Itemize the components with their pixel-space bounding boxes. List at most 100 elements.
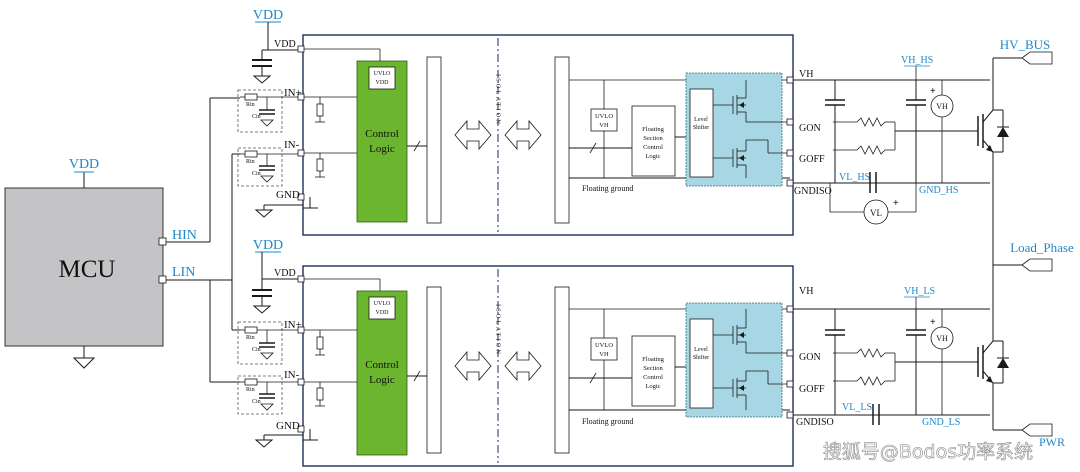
hs-isolation-arrow-right <box>504 119 542 151</box>
mcu-label: MCU <box>59 256 116 283</box>
svg-text:+: + <box>930 317 936 328</box>
svg-text:UVLO: UVLO <box>374 71 391 77</box>
svg-text:UVLO: UVLO <box>374 301 391 307</box>
hs-goff-pin: GOFF <box>799 154 825 165</box>
hs-gnd-pin: GND <box>276 189 300 201</box>
svg-text:Cin: Cin <box>252 114 261 120</box>
svg-text:Section: Section <box>643 135 663 142</box>
svg-text:Cin: Cin <box>252 399 261 405</box>
svg-text:UVLO: UVLO <box>595 113 613 120</box>
hs-floating-section-control-logic <box>631 105 676 177</box>
high-side-driver: VDD VDD Rin Cin IN+ Rin <box>237 8 832 236</box>
svg-text:Shifter: Shifter <box>693 124 709 131</box>
hs-isolation-arrow-left <box>454 119 492 151</box>
hs-igbt-icon <box>975 109 1009 153</box>
svg-text:Rin: Rin <box>246 159 255 165</box>
svg-text:Logic: Logic <box>645 153 660 160</box>
ls-in-minus-pin: IN- <box>284 369 300 381</box>
svg-text:Control: Control <box>643 144 663 151</box>
svg-text:Rin: Rin <box>246 387 255 393</box>
pwr-gnd-connector-icon <box>1021 423 1053 437</box>
hs-control-text: Control <box>365 128 399 140</box>
svg-text:+: + <box>893 198 899 209</box>
ls-level-shifter-block <box>689 318 714 409</box>
vl-hs-label: VL_HS <box>839 172 870 183</box>
hv-bus-label: HV_BUS <box>1000 37 1051 52</box>
pwr-label: PWR <box>1039 435 1065 449</box>
svg-text:Level: Level <box>694 117 708 123</box>
svg-text:Control: Control <box>643 374 663 381</box>
power-stage: HV_BUS Load_Phase <box>975 37 1074 449</box>
ls-supply-ground-icon <box>252 305 272 314</box>
hs-tx-block <box>426 56 442 224</box>
low-side-driver: VDD VDD Rin Cin IN+ Rin Cin I <box>237 238 834 467</box>
svg-text:Rin: Rin <box>246 102 255 108</box>
hin-label: HIN <box>172 228 197 243</box>
ls-in-plus-pin: IN+ <box>284 319 302 331</box>
svg-text:UVLO: UVLO <box>595 342 613 349</box>
mcu-ground-icon <box>72 357 96 369</box>
hs-in-plus-pin: IN+ <box>284 87 302 99</box>
hs-vdd-pin: VDD <box>274 39 296 50</box>
hs-gnd-icon <box>254 209 274 218</box>
ls-goff-pin: GOFF <box>799 384 825 395</box>
hs-external-network: VH_HS VH + VL_HS GND_HS VL + <box>793 55 990 225</box>
hs-floating-ground-label: Floating ground <box>582 184 633 193</box>
svg-text:Floating: Floating <box>642 126 664 133</box>
ls-gnd-icon <box>254 439 274 448</box>
svg-text:+: + <box>930 86 936 97</box>
hs-vh-pin: VH <box>799 69 813 80</box>
ls-control-text: Control <box>365 359 399 371</box>
hs-isolation-text: ISOLATION <box>495 74 502 126</box>
hv-bus-connector-icon <box>1021 51 1053 65</box>
vl-ls-label: VL_LS <box>842 402 872 413</box>
lin-label: LIN <box>172 265 195 280</box>
ls-rx-block <box>554 286 570 454</box>
ls-vdd-label: VDD <box>253 238 283 253</box>
svg-text:VH: VH <box>599 122 609 129</box>
vh-ls-label: VH_LS <box>904 286 935 297</box>
ls-uvlo-vdd-block <box>368 296 396 320</box>
svg-text:VH: VH <box>936 102 948 111</box>
ls-igbt-icon <box>975 340 1009 384</box>
ls-pullup-mosfet-icon <box>732 309 747 353</box>
svg-text:Rin: Rin <box>246 335 255 341</box>
ls-floating-ground-label: Floating ground <box>582 417 633 426</box>
hs-supply-ground-icon <box>252 75 272 84</box>
ls-isolation-arrow-right <box>504 350 542 382</box>
svg-text:Cin: Cin <box>252 347 261 353</box>
hs-uvlo-vdd-block <box>368 66 396 90</box>
watermark-text: 搜狐号@Bodos功率系统 <box>823 441 1033 463</box>
ls-logic-text: Logic <box>369 374 395 386</box>
ls-pulldown-mosfet-icon <box>732 371 747 410</box>
ls-floating-section-control-logic <box>631 335 676 407</box>
mcu-block: MCU VDD HIN LIN <box>4 157 197 369</box>
gnd-hs-label: GND_HS <box>919 185 958 196</box>
hs-gndiso-pin: GNDISO <box>794 186 832 197</box>
ls-external-network: VH_LS VH + VL_LS GND_LS <box>793 286 990 428</box>
svg-text:Level: Level <box>694 347 708 353</box>
load-phase-label: Load_Phase <box>1010 240 1074 255</box>
ls-gnd-pin: GND <box>276 420 300 432</box>
ls-gon-pin: GON <box>799 352 821 363</box>
load-phase-connector-icon <box>1021 258 1053 272</box>
ls-isolation-text: ISOLATION <box>495 304 502 356</box>
svg-text:Section: Section <box>643 365 663 372</box>
mcu-vdd-label: VDD <box>69 157 99 172</box>
ls-vdd-pin: VDD <box>274 268 296 279</box>
hs-level-shifter-block <box>689 88 714 178</box>
gnd-ls-label: GND_LS <box>922 417 960 428</box>
svg-text:VH: VH <box>599 351 609 358</box>
svg-text:VDD: VDD <box>376 80 390 86</box>
vh-hs-label: VH_HS <box>901 55 933 66</box>
svg-text:Cin: Cin <box>252 171 261 177</box>
ls-isolation-arrow-left <box>454 350 492 382</box>
svg-text:Shifter: Shifter <box>693 354 709 361</box>
svg-text:VH: VH <box>936 334 948 343</box>
ls-vh-pin: VH <box>799 286 813 297</box>
hs-pulldown-mosfet-icon <box>732 140 747 178</box>
svg-text:Logic: Logic <box>645 383 660 390</box>
ls-tx-block <box>426 286 442 454</box>
hs-vdd-label: VDD <box>253 8 283 23</box>
